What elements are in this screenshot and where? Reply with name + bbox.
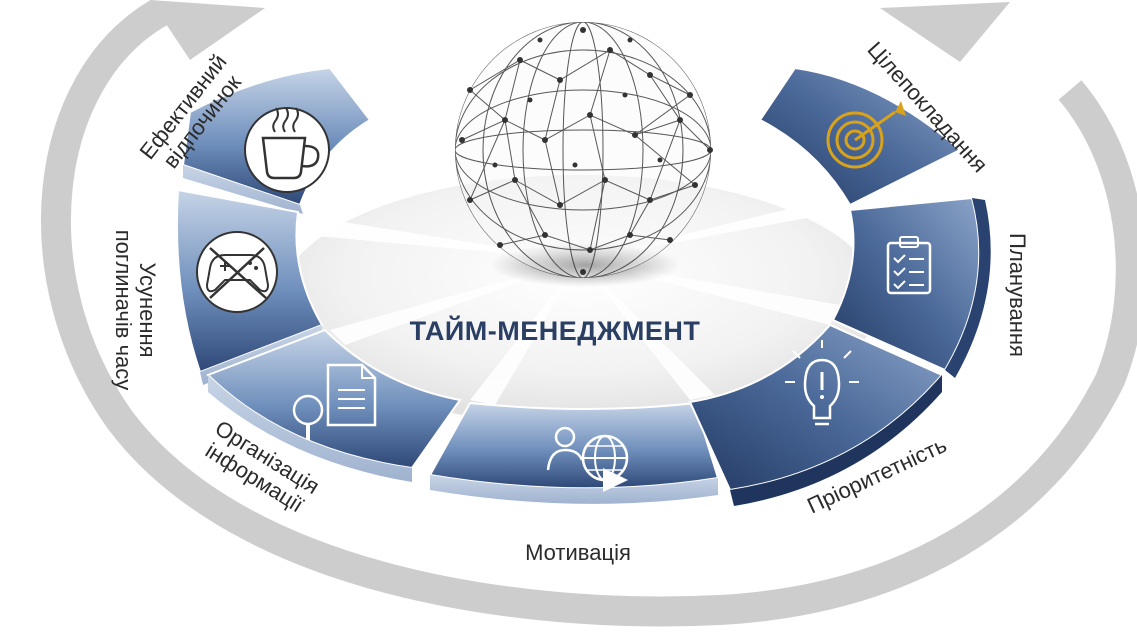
segment-planning	[831, 196, 991, 378]
label-eliminate-line2: поглиначів часу	[111, 230, 136, 391]
segment-motivation	[428, 401, 720, 504]
arrowhead-right	[880, 2, 1010, 62]
crossed-gamepad-icon	[196, 231, 278, 313]
label-eliminate-line1: Усунення	[135, 262, 160, 357]
network-sphere-icon	[455, 22, 713, 278]
lightbulb-icon	[785, 340, 859, 426]
label-planning-text: Планування	[1005, 233, 1030, 357]
segment-organize	[206, 328, 462, 482]
label-eliminate: Усунення поглиначів часу	[111, 230, 160, 391]
arrowhead-left	[150, 0, 265, 60]
segment-priority	[688, 323, 944, 506]
label-motivation: Мотивація	[525, 540, 631, 565]
target-arrow-icon	[826, 101, 906, 169]
document-magnifier-icon	[292, 363, 377, 440]
coffee-cup-icon	[244, 107, 330, 193]
person-globe-icon	[546, 426, 629, 492]
center-title: ТАЙМ-МЕНЕДЖМЕНТ	[410, 315, 701, 346]
light-rays	[300, 195, 850, 405]
sphere-shadow	[490, 243, 680, 287]
clipboard-checklist-icon	[886, 236, 932, 295]
label-planning: Планування	[1005, 233, 1030, 357]
cycle-arrows	[40, 0, 1137, 627]
